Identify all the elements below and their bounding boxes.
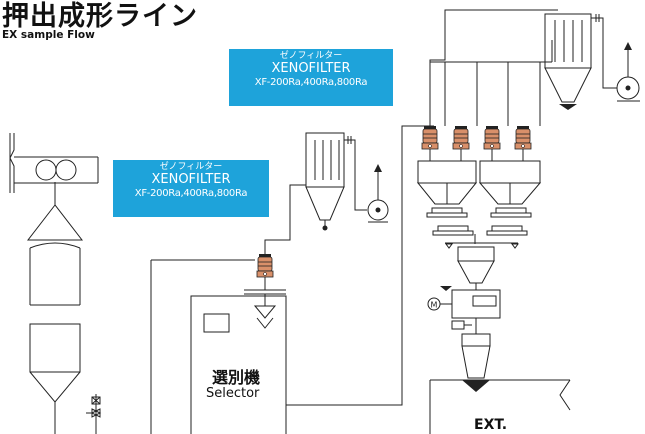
twin-hoppers [416, 160, 542, 249]
callout-jp-label: ゼノフィルター [159, 162, 223, 172]
top-cyclone [544, 13, 640, 103]
extruder-column [429, 246, 571, 434]
callout-jp-label: ゼノフィルター [279, 51, 343, 61]
xenofilter-icon [421, 125, 439, 150]
left-bag-unit [9, 133, 102, 434]
motor-icon [427, 297, 441, 311]
xenofilter-callout-top: ゼノフィルター XENOFILTER XF-200Ra,400Ra,800Ra [229, 49, 393, 106]
xenofilter-icon [483, 125, 501, 150]
motor-label: M [431, 301, 438, 310]
page-title: 押出成形ライン [2, 1, 198, 32]
extruder-label: EXT. [474, 417, 508, 433]
selector-jp-label: 選別機 [212, 368, 261, 387]
page-subtitle: EX sample Flow [2, 29, 95, 41]
callout-models: XF-200Ra,400Ra,800Ra [254, 77, 368, 88]
xenofilter-icon [514, 125, 532, 150]
xenofilter-callout-left: ゼノフィルター XENOFILTER XF-200Ra,400Ra,800Ra [113, 160, 269, 217]
top-piping [286, 9, 558, 406]
xenofilter-icon [452, 125, 470, 150]
callout-en-label: XENOFILTER [151, 172, 231, 187]
selector-en-label: Selector [206, 386, 260, 401]
xenofilter-icon [256, 253, 274, 278]
callout-models: XF-200Ra,400Ra,800Ra [134, 188, 248, 199]
middle-cyclone [264, 132, 389, 260]
selector-unit [150, 259, 287, 434]
callout-en-label: XENOFILTER [271, 61, 351, 76]
